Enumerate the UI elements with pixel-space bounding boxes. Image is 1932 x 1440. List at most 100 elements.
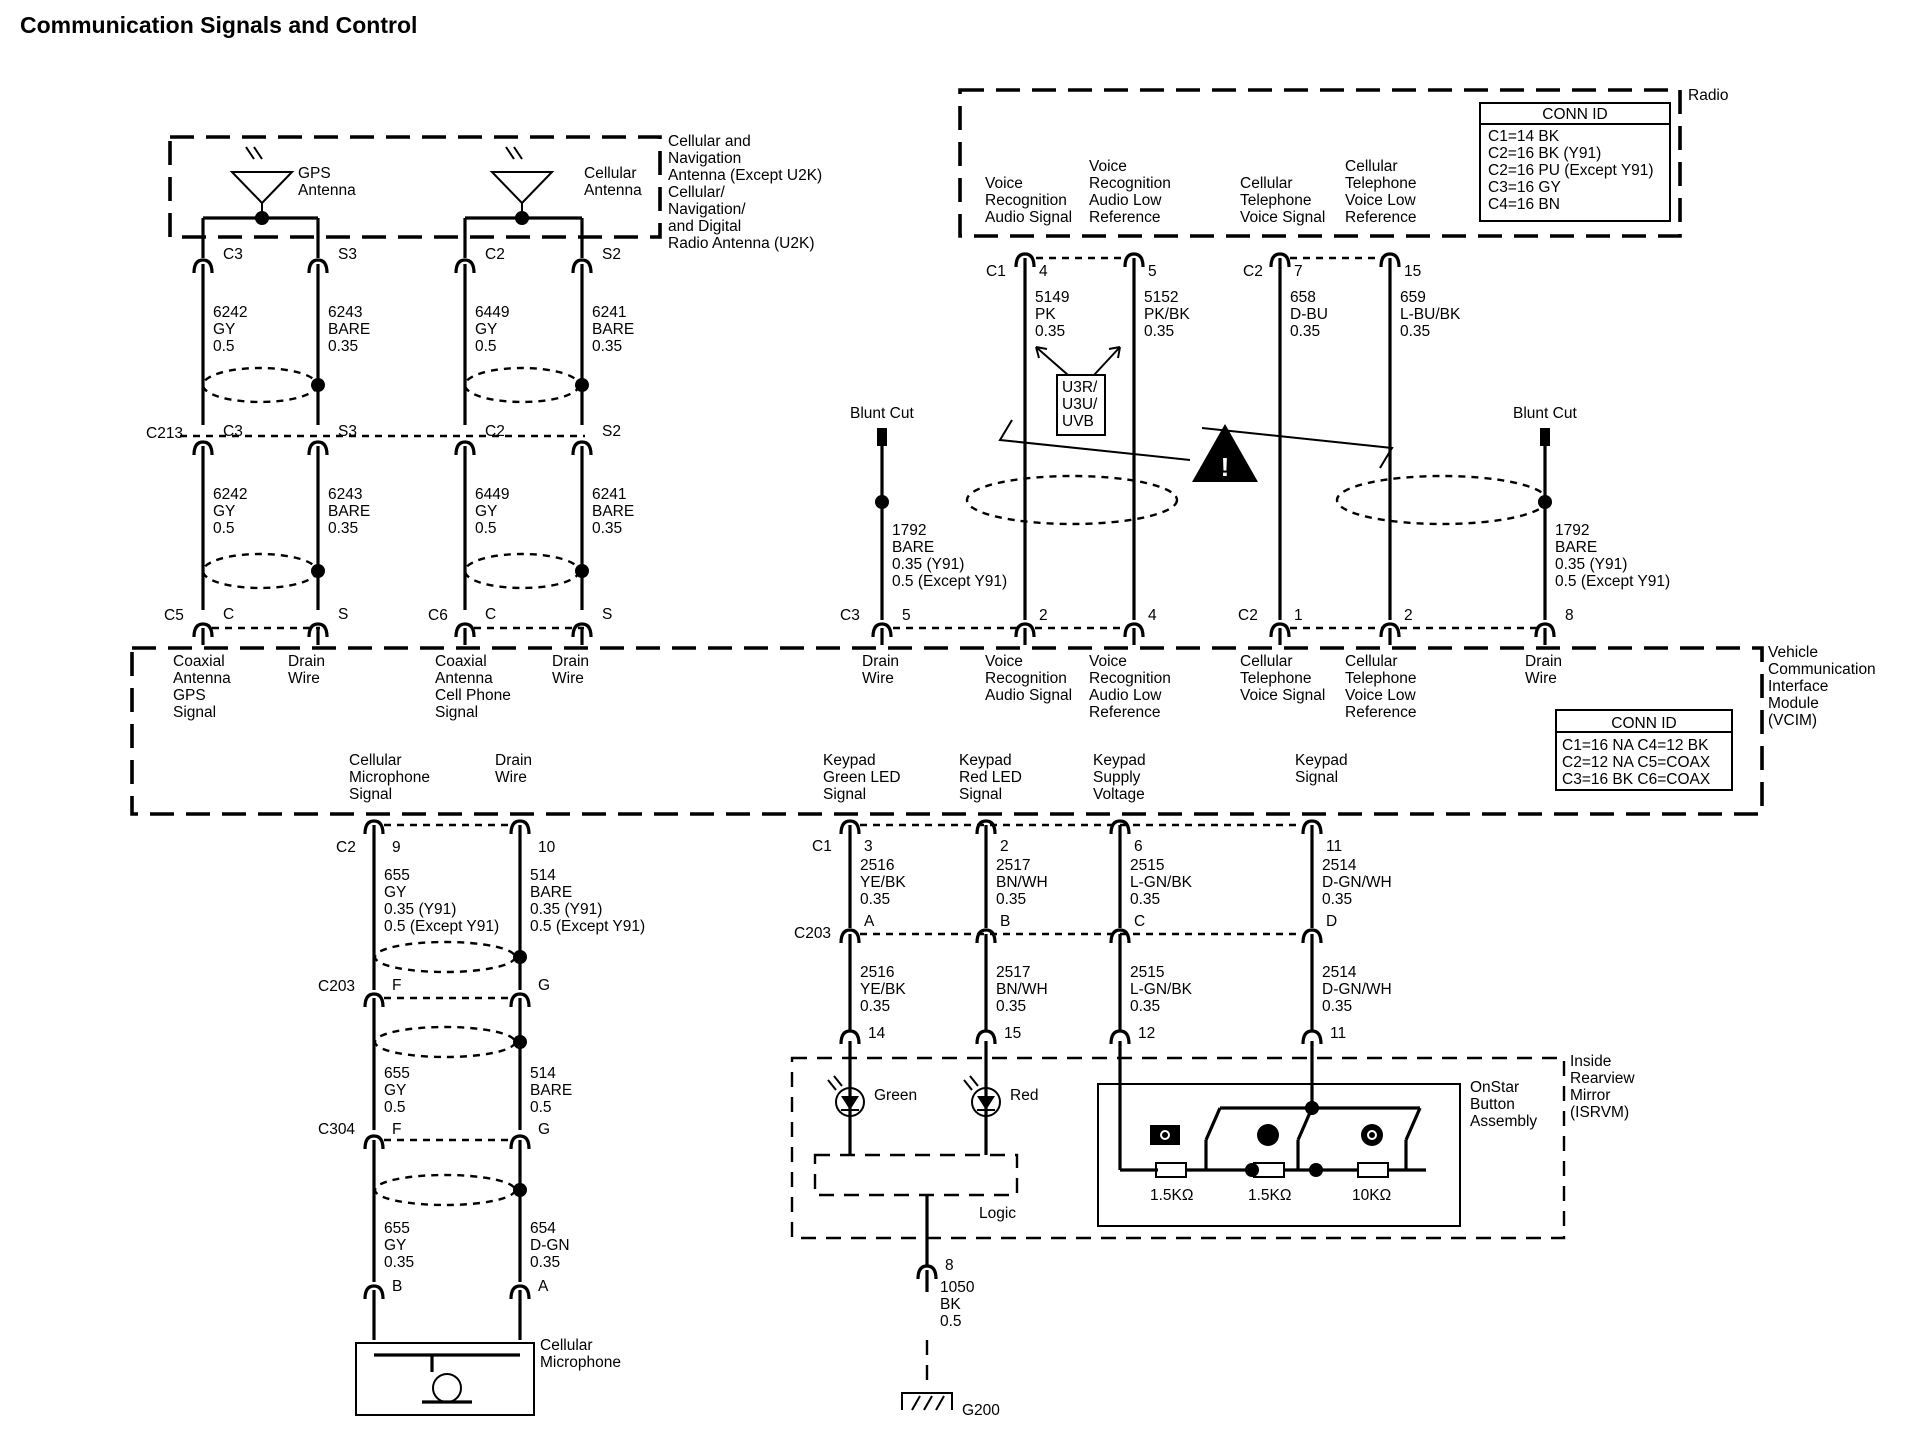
connector-pin-icon (454, 622, 476, 638)
wire-circuit-label: 6243 (328, 486, 362, 503)
button-icon (1160, 1130, 1170, 1140)
connector-pin-label: 8 (945, 1257, 954, 1274)
connector-pin-icon (307, 440, 329, 456)
vcim-pin-label: Signal (349, 786, 392, 803)
splice-dot (575, 378, 589, 392)
switch-icon (1296, 1107, 1314, 1141)
wire-circuit-label: 514 (530, 867, 556, 884)
drain-circuit-label: BARE (1555, 539, 1597, 556)
vcim-pin-label: Green LED (823, 769, 901, 786)
connector-pin-label: G (538, 977, 550, 994)
connector-pin-icon (363, 1284, 385, 1300)
connector-label: C213 (146, 425, 183, 442)
splice-dot (1245, 1163, 1259, 1177)
connector-pin-label: 3 (864, 838, 873, 855)
connector-pin-icon (1269, 252, 1291, 268)
splice-dot (1309, 1163, 1323, 1177)
connector-pin-label: 15 (1004, 1025, 1021, 1042)
isrvm-label: (ISRVM) (1570, 1104, 1629, 1121)
wire-circuit-label: 659 (1400, 289, 1426, 306)
wire-circuit-label: 0.35 (328, 338, 358, 355)
connector-pin-icon (1123, 622, 1145, 638)
connector-pin-label: 2 (1000, 838, 1009, 855)
ground-circuit-label: 0.5 (940, 1313, 962, 1330)
vcim-pin-label: Drain (288, 653, 325, 670)
wire-circuit-label: PK (1035, 306, 1056, 323)
vcim-pin-label: Coaxial (435, 653, 487, 670)
connector-pin-label: 2 (1039, 607, 1048, 624)
connector-pin-icon (1269, 622, 1291, 638)
wire-circuit-label: BARE (592, 321, 634, 338)
button-icon (1150, 1125, 1180, 1145)
option-label: UVB (1062, 413, 1094, 430)
drain-circuit-label: 1792 (1555, 522, 1589, 539)
wire-circuit-label: 0.35 (1290, 323, 1320, 340)
connector-pin-label: 7 (1294, 263, 1303, 280)
vcim-pin-label: Audio Signal (985, 687, 1072, 704)
vcim-label: Interface (1768, 678, 1828, 695)
vcim-pin-label: Cellular (1240, 653, 1293, 670)
wire-circuit-label: 0.35 (1322, 998, 1352, 1015)
led-icon (835, 1087, 865, 1117)
connector-pin-label: 11 (1326, 838, 1342, 855)
connector-pin-label: C2 (485, 246, 505, 263)
wire-circuit-label: 0.35 (592, 520, 622, 537)
vcim-pin-label: Telephone (1240, 670, 1312, 687)
connector-pin-label: 11 (1330, 1025, 1346, 1042)
connector-pin-label: 1 (1294, 607, 1303, 624)
led-light-icon (827, 1075, 843, 1091)
button-assembly-box (1097, 1083, 1461, 1227)
radio-pin-label: Telephone (1240, 192, 1312, 209)
arrow-icon (1093, 346, 1121, 376)
connector-pin-icon (571, 440, 593, 456)
vcim-pin-label: Reference (1345, 704, 1417, 721)
wire-circuit-label: 2516 (860, 964, 894, 981)
vcim-pin-label: Drain (1525, 653, 1562, 670)
warning-triangle-icon (1192, 424, 1258, 482)
logic-label: Logic (979, 1205, 1016, 1222)
connector-pin-label: C3 (223, 423, 243, 440)
radio-pin-label: Audio Low (1089, 192, 1162, 209)
wire-circuit-label: 2514 (1322, 857, 1357, 874)
conn-id-title: CONN ID (1542, 106, 1607, 123)
connector-pin-icon (975, 1029, 997, 1045)
vcim-pin-label: Drain (862, 653, 899, 670)
connector-pin-icon (1301, 1029, 1323, 1045)
wire-circuit-label: L-BU/BK (1400, 306, 1461, 323)
vcim-conn-id-table (1555, 709, 1733, 791)
wire-circuit-label: 0.35 (Y91) (384, 901, 456, 918)
ground-icon (901, 1392, 953, 1411)
microphone-label: Cellular (540, 1337, 593, 1354)
drain-circuit-label: BARE (892, 539, 934, 556)
wire-circuit-label: BARE (530, 1082, 572, 1099)
connector-label: C2 (336, 839, 356, 856)
connector-pin-icon (1301, 928, 1323, 944)
shield-ellipse (373, 940, 517, 974)
resistor-label: 1.5KΩ (1150, 1187, 1193, 1204)
drain-circuit-label: 0.5 (Except Y91) (1555, 573, 1670, 590)
wire-circuit-label: 6449 (475, 486, 509, 503)
wire-circuit-label: 514 (530, 1065, 556, 1082)
wire-circuit-label: 0.35 (996, 998, 1026, 1015)
drain-circuit-label: 1792 (892, 522, 926, 539)
connector-pin-label: 2 (1404, 607, 1413, 624)
connector-pin-label: G (538, 1121, 550, 1138)
connector-pin-icon (307, 258, 329, 274)
option-label: U3R/ (1062, 379, 1098, 396)
vcim-pin-label: Recognition (985, 670, 1067, 687)
antenna-icon (229, 171, 295, 205)
wire-circuit-label: 6241 (592, 304, 626, 321)
connector-pin-icon (363, 1134, 385, 1150)
splice-dot (311, 378, 325, 392)
button-assembly-label: Button (1470, 1096, 1515, 1113)
isrvm-label: Mirror (1570, 1087, 1610, 1104)
connector-pin-icon (571, 258, 593, 274)
ground-circuit-label: BK (940, 1296, 961, 1313)
wire-circuit-label: 2517 (996, 964, 1030, 981)
conn-id-row: C4=16 BN (1488, 196, 1560, 213)
wire-circuit-label: PK/BK (1144, 306, 1190, 323)
isrvm-box (790, 1056, 1566, 1240)
antenna-module-box (168, 135, 662, 239)
led-icon (977, 1096, 995, 1110)
vcim-label: Module (1768, 695, 1819, 712)
